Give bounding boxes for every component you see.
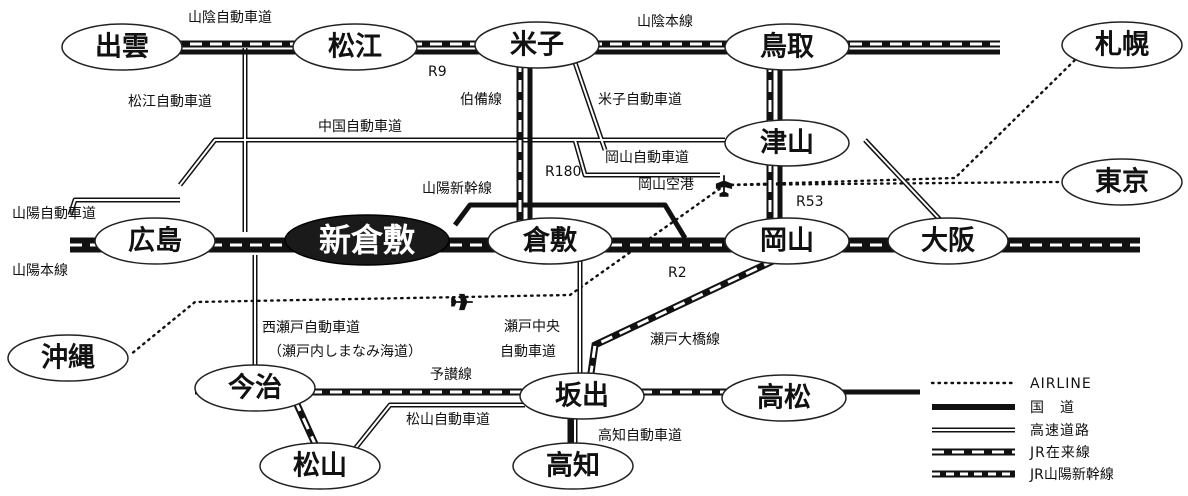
legend-label: JR在来線 xyxy=(1029,445,1091,461)
route-labels: 山陰自動車道 山陰本線 R9 松江自動車道 伯備線 米子自動車道 中国自動車道 … xyxy=(12,9,824,444)
label-r2: R2 xyxy=(668,265,687,281)
city-kurashiki: 倉敷 xyxy=(487,217,613,265)
label-kochi-expressway: 高知自動車道 xyxy=(598,427,682,444)
label-yosan-line: 予讃線 xyxy=(430,367,472,383)
legend-label: 高速道路 xyxy=(1030,422,1090,439)
label-sanin-line: 山陰本線 xyxy=(637,14,693,30)
city-shinkurashiki: 新倉敷 xyxy=(284,214,450,266)
city-label: 米子 xyxy=(510,30,564,61)
label-matsuyama-expressway: 松山自動車道 xyxy=(406,411,490,428)
city-label: 今治 xyxy=(228,372,282,404)
label-sanyo-shinkansen: 山陽新幹線 xyxy=(422,180,492,197)
legend-label: JR山陽新幹線 xyxy=(1029,466,1114,483)
city-tsuyama: 津山 xyxy=(724,119,850,167)
legend: AIRLINE 国 道 高速道路 JR在来線 JR山陽新幹線 xyxy=(930,376,1114,483)
label-chugoku-expressway: 中国自動車道 xyxy=(318,118,402,135)
city-matsue: 松江 xyxy=(292,23,418,71)
city-label: 広島 xyxy=(128,225,182,257)
city-label: 札幌 xyxy=(1095,30,1149,61)
city-yonago: 米子 xyxy=(474,21,600,69)
city-label: 松江 xyxy=(328,32,382,63)
expressways xyxy=(67,47,947,457)
city-label: 高知 xyxy=(546,450,600,482)
legend-jr-line: JR在来線 xyxy=(932,445,1091,461)
city-label: 岡山 xyxy=(760,226,814,257)
label-hakubi-line: 伯備線 xyxy=(460,92,502,108)
label-sanin-expressway: 山陰自動車道 xyxy=(188,9,272,26)
city-imabari: 今治 xyxy=(194,364,316,412)
city-label: 出雲 xyxy=(95,32,149,63)
label-seto-chuo: 瀬戸中央 xyxy=(504,319,560,335)
legend-airline: AIRLINE xyxy=(930,376,1092,392)
city-label: 新倉敷 xyxy=(319,221,415,259)
city-tokyo: 東京 xyxy=(1061,158,1183,206)
city-sapporo: 札幌 xyxy=(1061,21,1183,69)
label-seto-ohashi-line: 瀬戸大橋線 xyxy=(650,332,720,348)
legend-national-road: 国 道 xyxy=(932,400,1075,416)
city-hiroshima: 広島 xyxy=(94,217,216,265)
label-r9: R9 xyxy=(428,64,447,80)
city-okinawa: 沖縄 xyxy=(7,334,129,382)
city-label: 鳥取 xyxy=(760,32,814,63)
legend-label: AIRLINE xyxy=(1030,376,1092,392)
city-label: 倉敷 xyxy=(522,225,577,257)
city-label: 坂出 xyxy=(555,381,609,412)
label-yonago-expressway: 米子自動車道 xyxy=(598,91,682,108)
label-seto-chuo-expressway: 自動車道 xyxy=(500,343,556,360)
airline-routes xyxy=(128,53,1082,357)
legend-jr-shinkansen: JR山陽新幹線 xyxy=(932,466,1114,483)
city-label: 東京 xyxy=(1095,166,1149,198)
city-label: 大阪 xyxy=(921,226,975,257)
city-label: 高松 xyxy=(757,382,811,414)
city-sakaide: 坂出 xyxy=(519,372,645,420)
city-osaka: 大阪 xyxy=(887,217,1009,265)
label-okayama-airport: 岡山空港 xyxy=(638,177,694,193)
city-izumo: 出雲 xyxy=(61,23,183,71)
label-shimanami: （瀬戸内しまなみ海道） xyxy=(268,344,422,360)
city-label: 津山 xyxy=(760,128,814,159)
label-matsue-expressway: 松江自動車道 xyxy=(128,93,212,110)
label-nishiseto-expressway: 西瀬戸自動車道 xyxy=(262,319,360,336)
airplane-icon xyxy=(715,174,733,198)
label-okayama-expressway: 岡山自動車道 xyxy=(605,149,689,166)
city-label: 沖縄 xyxy=(41,343,95,374)
label-r180: R180 xyxy=(545,164,581,180)
label-sanyo-line: 山陽本線 xyxy=(12,263,68,279)
legend-expressway: 高速道路 xyxy=(932,422,1090,439)
label-sanyo-expressway: 山陽自動車道 xyxy=(12,205,96,222)
legend-label: 国 道 xyxy=(1030,400,1075,416)
city-kochi: 高知 xyxy=(512,442,634,490)
label-r53: R53 xyxy=(796,194,824,210)
city-takamatsu: 高松 xyxy=(721,374,847,422)
city-label: 松山 xyxy=(293,451,347,482)
city-matsuyama: 松山 xyxy=(259,442,381,490)
city-okayama: 岡山 xyxy=(724,217,850,265)
city-tottori: 鳥取 xyxy=(724,23,850,71)
